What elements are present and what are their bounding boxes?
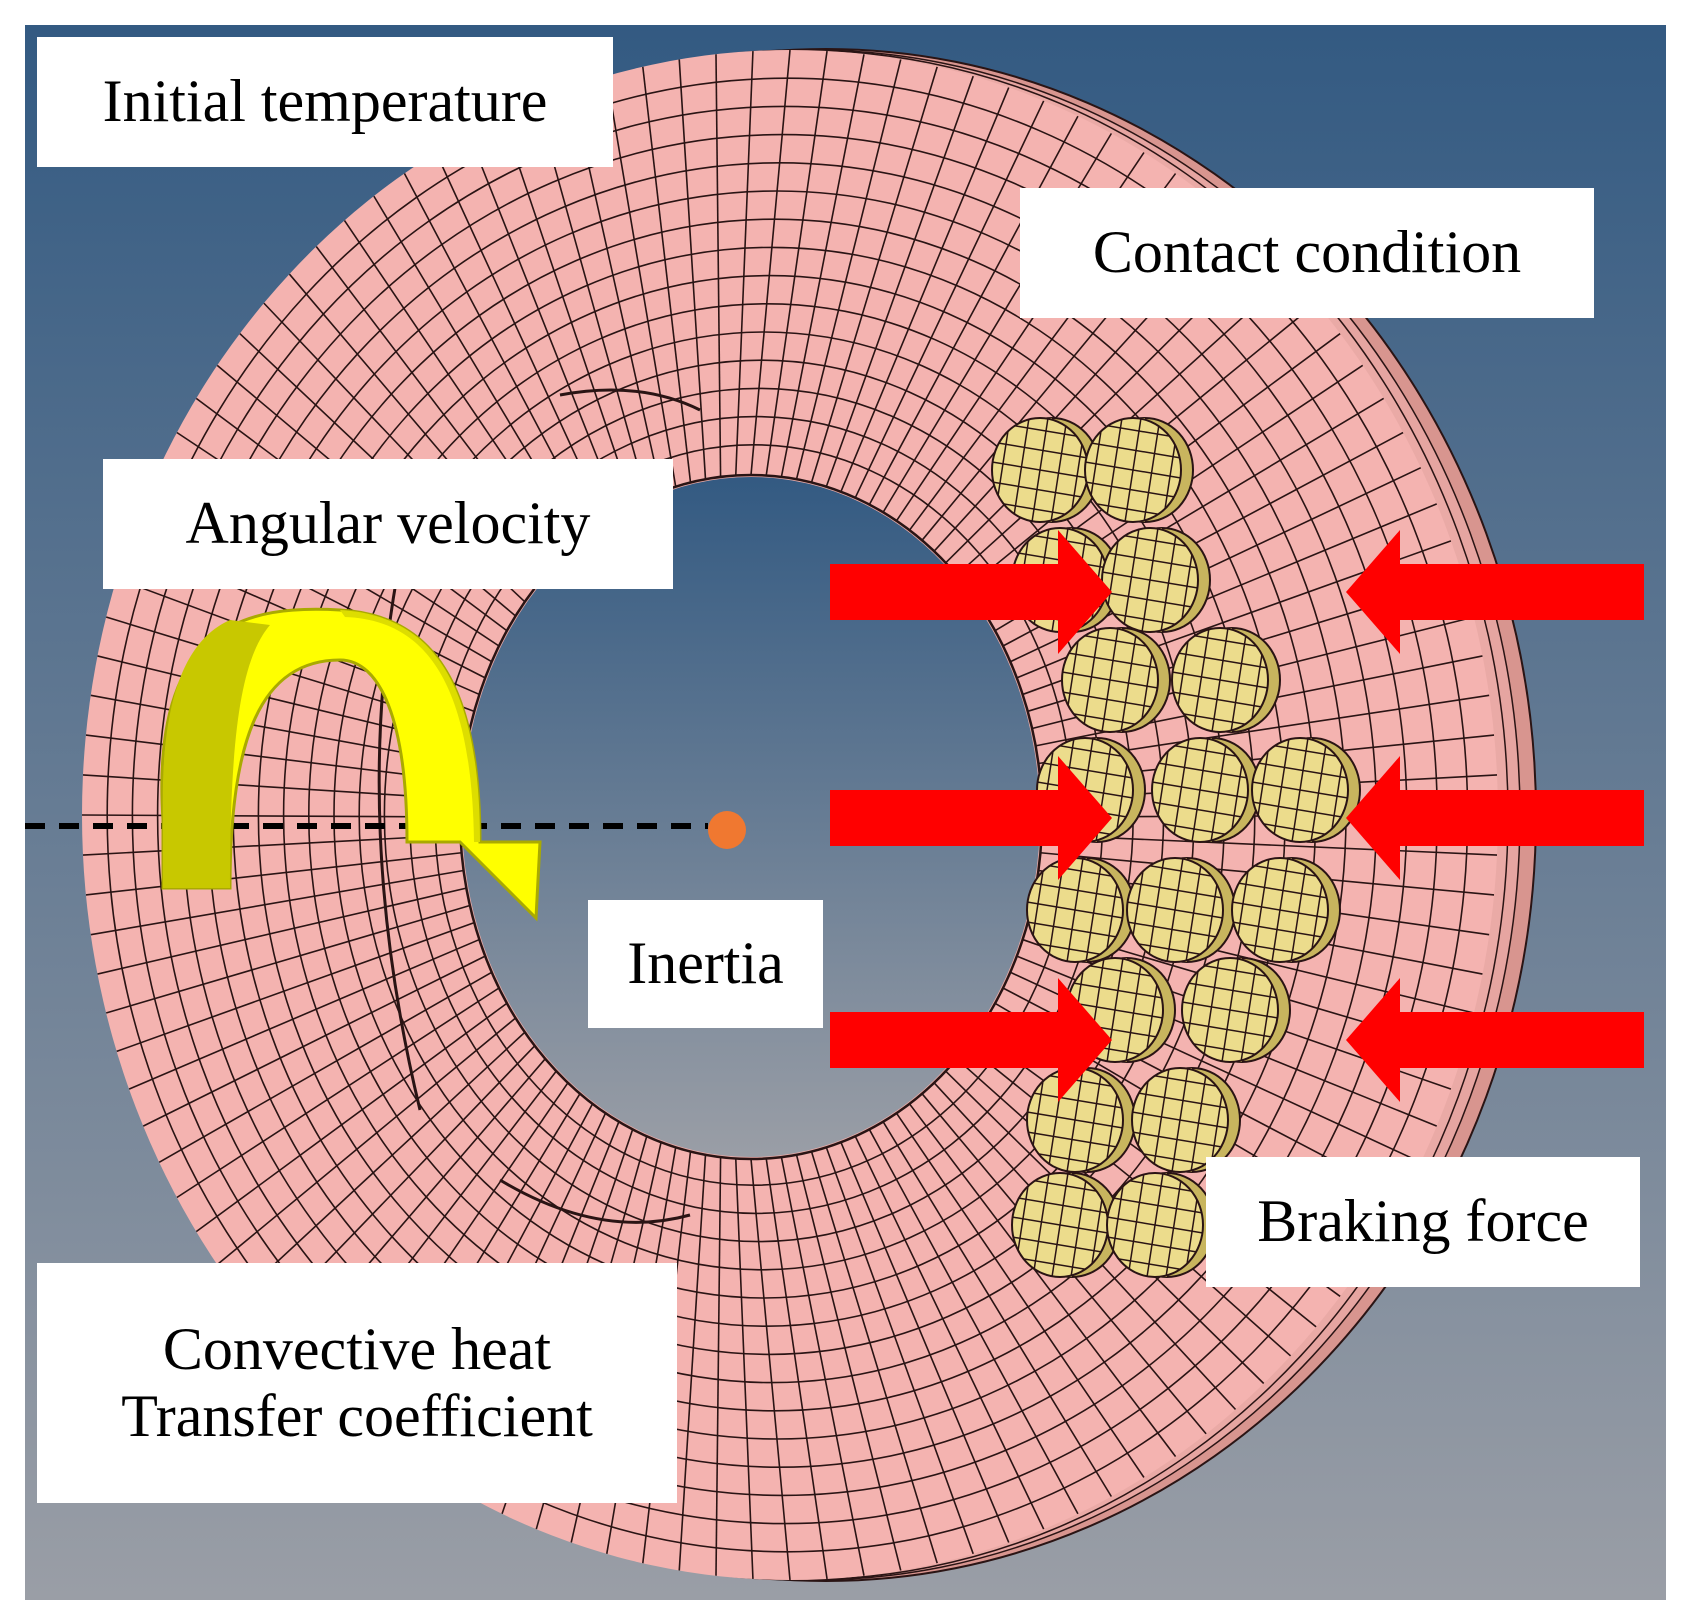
force-arrow-right-icon bbox=[830, 756, 1112, 880]
brake-pad bbox=[1151, 737, 1261, 843]
braking-force-text: Braking force bbox=[1257, 1188, 1589, 1255]
brake-pad bbox=[1231, 857, 1341, 963]
angular-velocity-label: Angular velocity bbox=[103, 459, 673, 589]
brake-pad bbox=[1026, 857, 1136, 963]
angular-velocity-text: Angular velocity bbox=[185, 490, 591, 557]
initial-temperature-label: Initial temperature bbox=[37, 37, 613, 167]
brake-pad bbox=[1106, 1172, 1216, 1278]
brake-pad bbox=[1251, 737, 1361, 843]
brake-pad bbox=[1061, 627, 1171, 733]
brake-pad bbox=[1084, 417, 1194, 523]
convective-heat-transfer-label: Convective heat Transfer coefficient bbox=[37, 1263, 677, 1503]
brake-pad bbox=[1101, 527, 1211, 633]
brake-pad bbox=[1026, 1067, 1136, 1173]
brake-pad bbox=[1171, 627, 1281, 733]
braking-force-label: Braking force bbox=[1206, 1157, 1640, 1287]
brake-pad bbox=[1126, 857, 1236, 963]
inertia-label: Inertia bbox=[588, 900, 823, 1028]
convective-line-1: Convective heat bbox=[162, 1315, 552, 1382]
force-arrow-left-icon bbox=[1346, 530, 1644, 654]
brake-pad bbox=[1011, 1172, 1121, 1278]
force-arrow-left-icon bbox=[1346, 756, 1644, 880]
initial-temperature-text: Initial temperature bbox=[102, 68, 548, 135]
contact-condition-label: Contact condition bbox=[1020, 188, 1594, 318]
inertia-text: Inertia bbox=[627, 930, 784, 997]
brake-pad bbox=[991, 417, 1101, 523]
convective-line-2: Transfer coefficient bbox=[121, 1383, 593, 1449]
force-arrow-left-icon bbox=[1346, 978, 1644, 1102]
braking-force-arrows bbox=[830, 530, 1644, 1102]
contact-condition-text: Contact condition bbox=[1092, 219, 1522, 286]
angular-velocity-arrow-icon bbox=[160, 607, 542, 922]
force-arrow-right-icon bbox=[830, 530, 1112, 654]
force-arrow-right-icon bbox=[830, 978, 1112, 1102]
brake-pad bbox=[1181, 957, 1291, 1063]
rotation-center-point bbox=[708, 811, 746, 849]
